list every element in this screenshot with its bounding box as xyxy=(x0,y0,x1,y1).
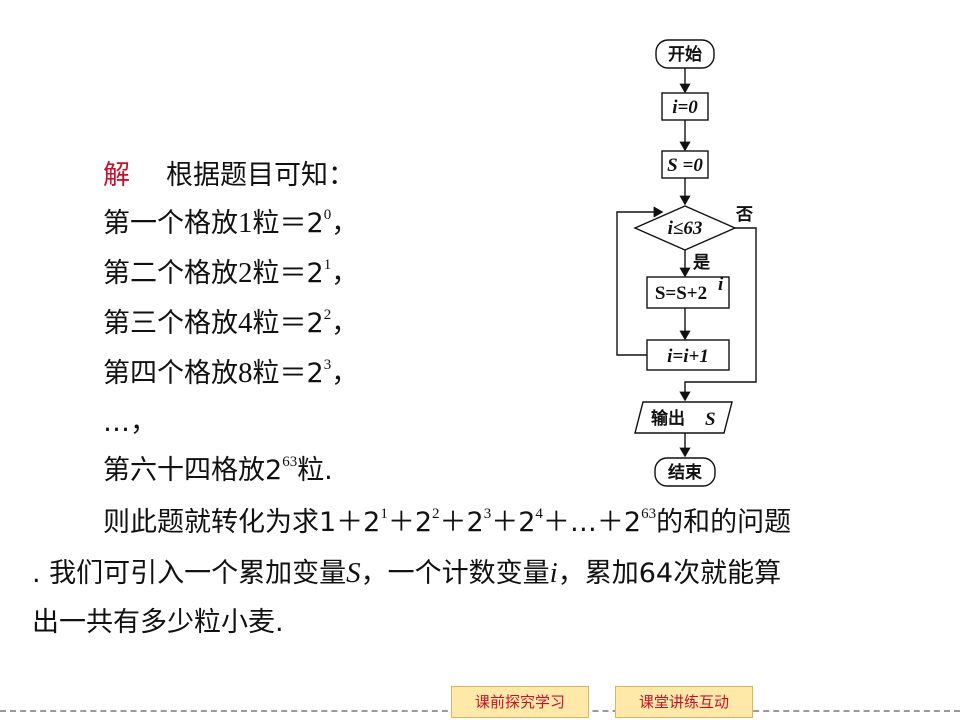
paragraph-line-3: 出一共有多少粒小麦. xyxy=(32,607,284,638)
grid-line-4: 第四个格放8粒＝23， xyxy=(103,357,359,389)
flowchart-init-s-label: S =0 xyxy=(667,155,703,176)
grid-line-1: 第一个格放1粒＝20， xyxy=(103,207,359,239)
flowchart-init-i-label: i=0 xyxy=(672,97,698,118)
flowchart-output-var: S xyxy=(705,409,716,430)
flowchart-end-label: 结束 xyxy=(668,462,702,483)
paragraph-line-2: . 我们可引入一个累加变量S，一个计数变量i，累加64次就能算 xyxy=(32,557,782,589)
ellipsis-line: …， xyxy=(103,407,157,438)
flowchart-no-label: 否 xyxy=(735,205,753,225)
flowchart-start-label: 开始 xyxy=(668,44,702,65)
flowchart-condition-label: i≤63 xyxy=(668,218,703,239)
flowchart-accumulate xyxy=(646,276,730,309)
grid-line-3: 第三个格放4粒＝22， xyxy=(103,307,359,339)
grid-line-64: 第六十四格放263粒. xyxy=(103,454,333,486)
paragraph-line-1: 则此题就转化为求1＋21＋22＋23＋24＋…＋263的和的问题 xyxy=(103,506,792,538)
prev-section-button[interactable]: 课前探究学习 xyxy=(451,686,589,718)
flowchart-increment-label: i=i+1 xyxy=(667,346,709,367)
flowchart-accumulate-exp: i xyxy=(718,274,724,295)
solution-intro: 根据题目可知： xyxy=(166,160,355,191)
flowchart-end xyxy=(654,457,716,487)
flowchart-output-label: 输出 xyxy=(651,408,685,429)
flowchart-accumulate-label: S=S+2 xyxy=(655,283,707,304)
grid-line-2: 第二个格放2粒＝21， xyxy=(103,257,359,289)
solution-label: 解 xyxy=(103,160,130,191)
flowchart-yes-label: 是 xyxy=(693,253,710,273)
next-section-button[interactable]: 课堂讲练互动 xyxy=(615,686,753,718)
flowchart-output xyxy=(634,401,733,434)
solution-heading: 解 根据题目可知： xyxy=(103,158,355,194)
